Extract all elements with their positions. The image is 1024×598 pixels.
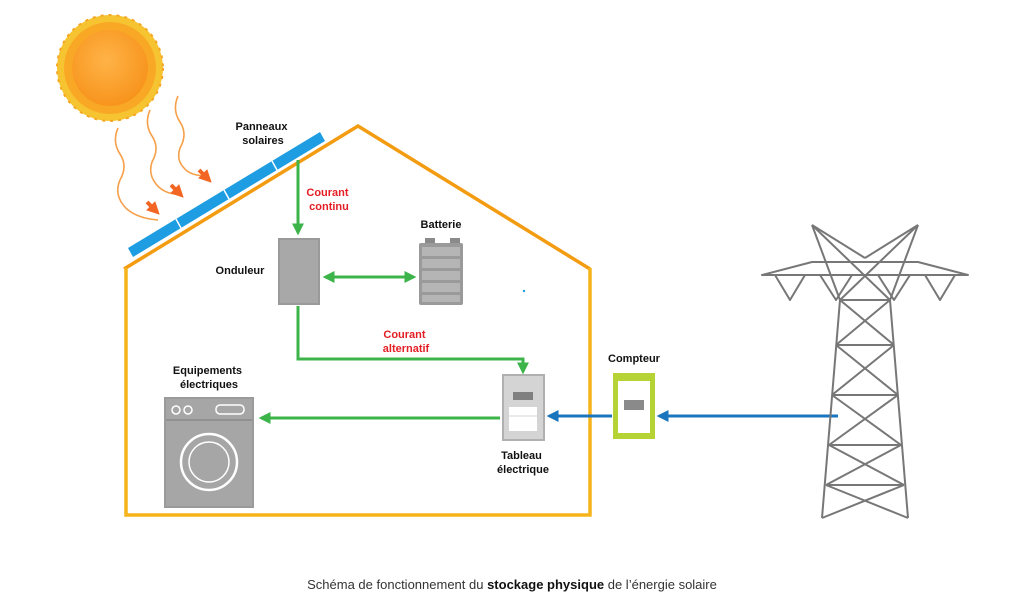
electrical-panel-label-line2: électrique [497, 464, 549, 476]
meter-label: Compteur [608, 353, 661, 365]
battery-label: Batterie [421, 219, 462, 231]
heat-waves-icon [114, 95, 212, 221]
dc-current-label-line1: Courant [306, 187, 349, 199]
electrical-panel-icon [502, 374, 545, 441]
equipment-label-line2: électriques [180, 379, 238, 391]
solar-panels-label-line2: solaires [242, 135, 284, 147]
dc-current-label-line2: continu [309, 201, 349, 213]
stray-dot [522, 289, 526, 293]
electrical-panel-label: Tableau électrique [497, 450, 549, 476]
sun-icon [56, 14, 164, 122]
solar-panels-label-line1: Panneaux [235, 121, 288, 133]
equipment-label-line1: Equipements [173, 365, 242, 377]
electrical-panel-label-line1: Tableau [501, 450, 542, 462]
ac-current-arrow [296, 306, 529, 375]
ac-current-label: Courant alternatif [383, 329, 430, 355]
solar-panels-label: Panneaux solaires [235, 121, 290, 147]
inverter-icon [278, 238, 320, 305]
dc-current-label: Courant continu [306, 187, 351, 213]
solar-panel-icon [128, 132, 325, 257]
meter-icon [613, 373, 655, 439]
battery-icon [419, 238, 463, 305]
inverter-label: Onduleur [216, 265, 266, 277]
caption-text-before: Schéma de fonctionnement du [307, 577, 488, 592]
equipment-label: Equipements électriques [173, 365, 245, 391]
ac-current-label-line1: Courant [383, 329, 426, 341]
washing-machine-icon [164, 397, 254, 508]
power-pylon-icon [761, 224, 969, 519]
ac-current-label-line2: alternatif [383, 343, 430, 355]
caption-text-bold: stockage physique [487, 577, 605, 592]
diagram-caption: Schéma de fonctionnement du stockage phy… [0, 577, 1024, 592]
house-outline [123, 123, 592, 517]
caption-text-after: de l’énergie solaire [604, 577, 717, 592]
